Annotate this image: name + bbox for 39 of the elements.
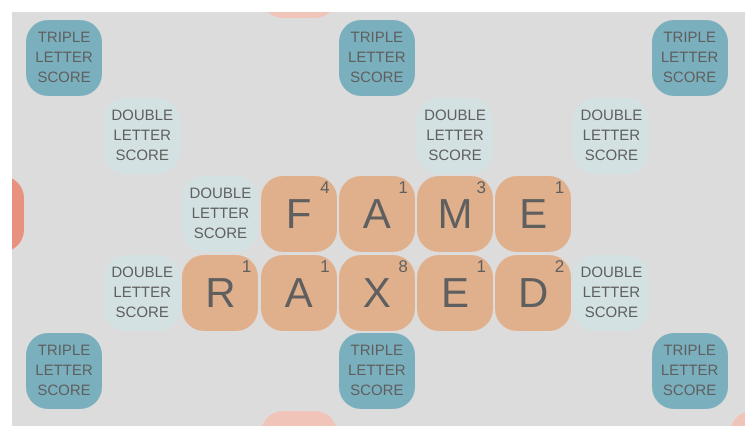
tile-letter: M xyxy=(438,190,472,238)
square-label: TRIPLE LETTER SCORE xyxy=(347,28,407,88)
square-label: TRIPLE LETTER SCORE xyxy=(347,340,407,401)
square-label: DOUBLE LETTER SCORE xyxy=(110,106,174,166)
square-label: TRIPLE LETTER SCORE xyxy=(34,340,94,401)
letter-tile xyxy=(495,176,572,252)
letter-tile xyxy=(260,176,337,252)
letter-tile xyxy=(417,254,493,331)
tile-letter: E xyxy=(519,190,548,238)
point-value: 8 xyxy=(398,256,408,277)
letter-tile xyxy=(338,254,415,331)
tile-letter: D xyxy=(518,268,548,317)
square-label: TRIPLE LETTER SCORE xyxy=(34,28,94,88)
letter-tile xyxy=(182,254,258,331)
tile-letter: A xyxy=(284,268,313,317)
square-label: DOUBLE LETTER SCORE xyxy=(580,262,644,323)
square-label: DOUBLE LETTER SCORE xyxy=(580,106,644,166)
point-value: 1 xyxy=(554,178,564,198)
tile-letter: E xyxy=(440,268,469,317)
point-value: 1 xyxy=(242,256,252,277)
tile-letter: F xyxy=(286,190,312,238)
tile-letter: X xyxy=(362,268,391,317)
point-value: 4 xyxy=(320,178,330,198)
letter-tile xyxy=(338,176,415,252)
square-label: TRIPLE LETTER SCORE xyxy=(660,28,720,88)
square-label: DOUBLE LETTER SCORE xyxy=(423,106,487,166)
point-value: 1 xyxy=(476,256,486,277)
letter-tile xyxy=(417,176,493,252)
point-value: 1 xyxy=(398,178,408,198)
letter-tile xyxy=(260,254,337,331)
tile-letter: R xyxy=(205,268,236,317)
letter-tile xyxy=(495,254,572,331)
point-value: 2 xyxy=(554,256,564,277)
point-value: 3 xyxy=(476,178,486,198)
tile-letter: A xyxy=(362,190,391,238)
square-label: DOUBLE LETTER SCORE xyxy=(188,184,252,244)
point-value: 1 xyxy=(320,256,330,277)
square-label: TRIPLE LETTER SCORE xyxy=(660,340,720,401)
square-label: DOUBLE LETTER SCORE xyxy=(110,262,174,323)
